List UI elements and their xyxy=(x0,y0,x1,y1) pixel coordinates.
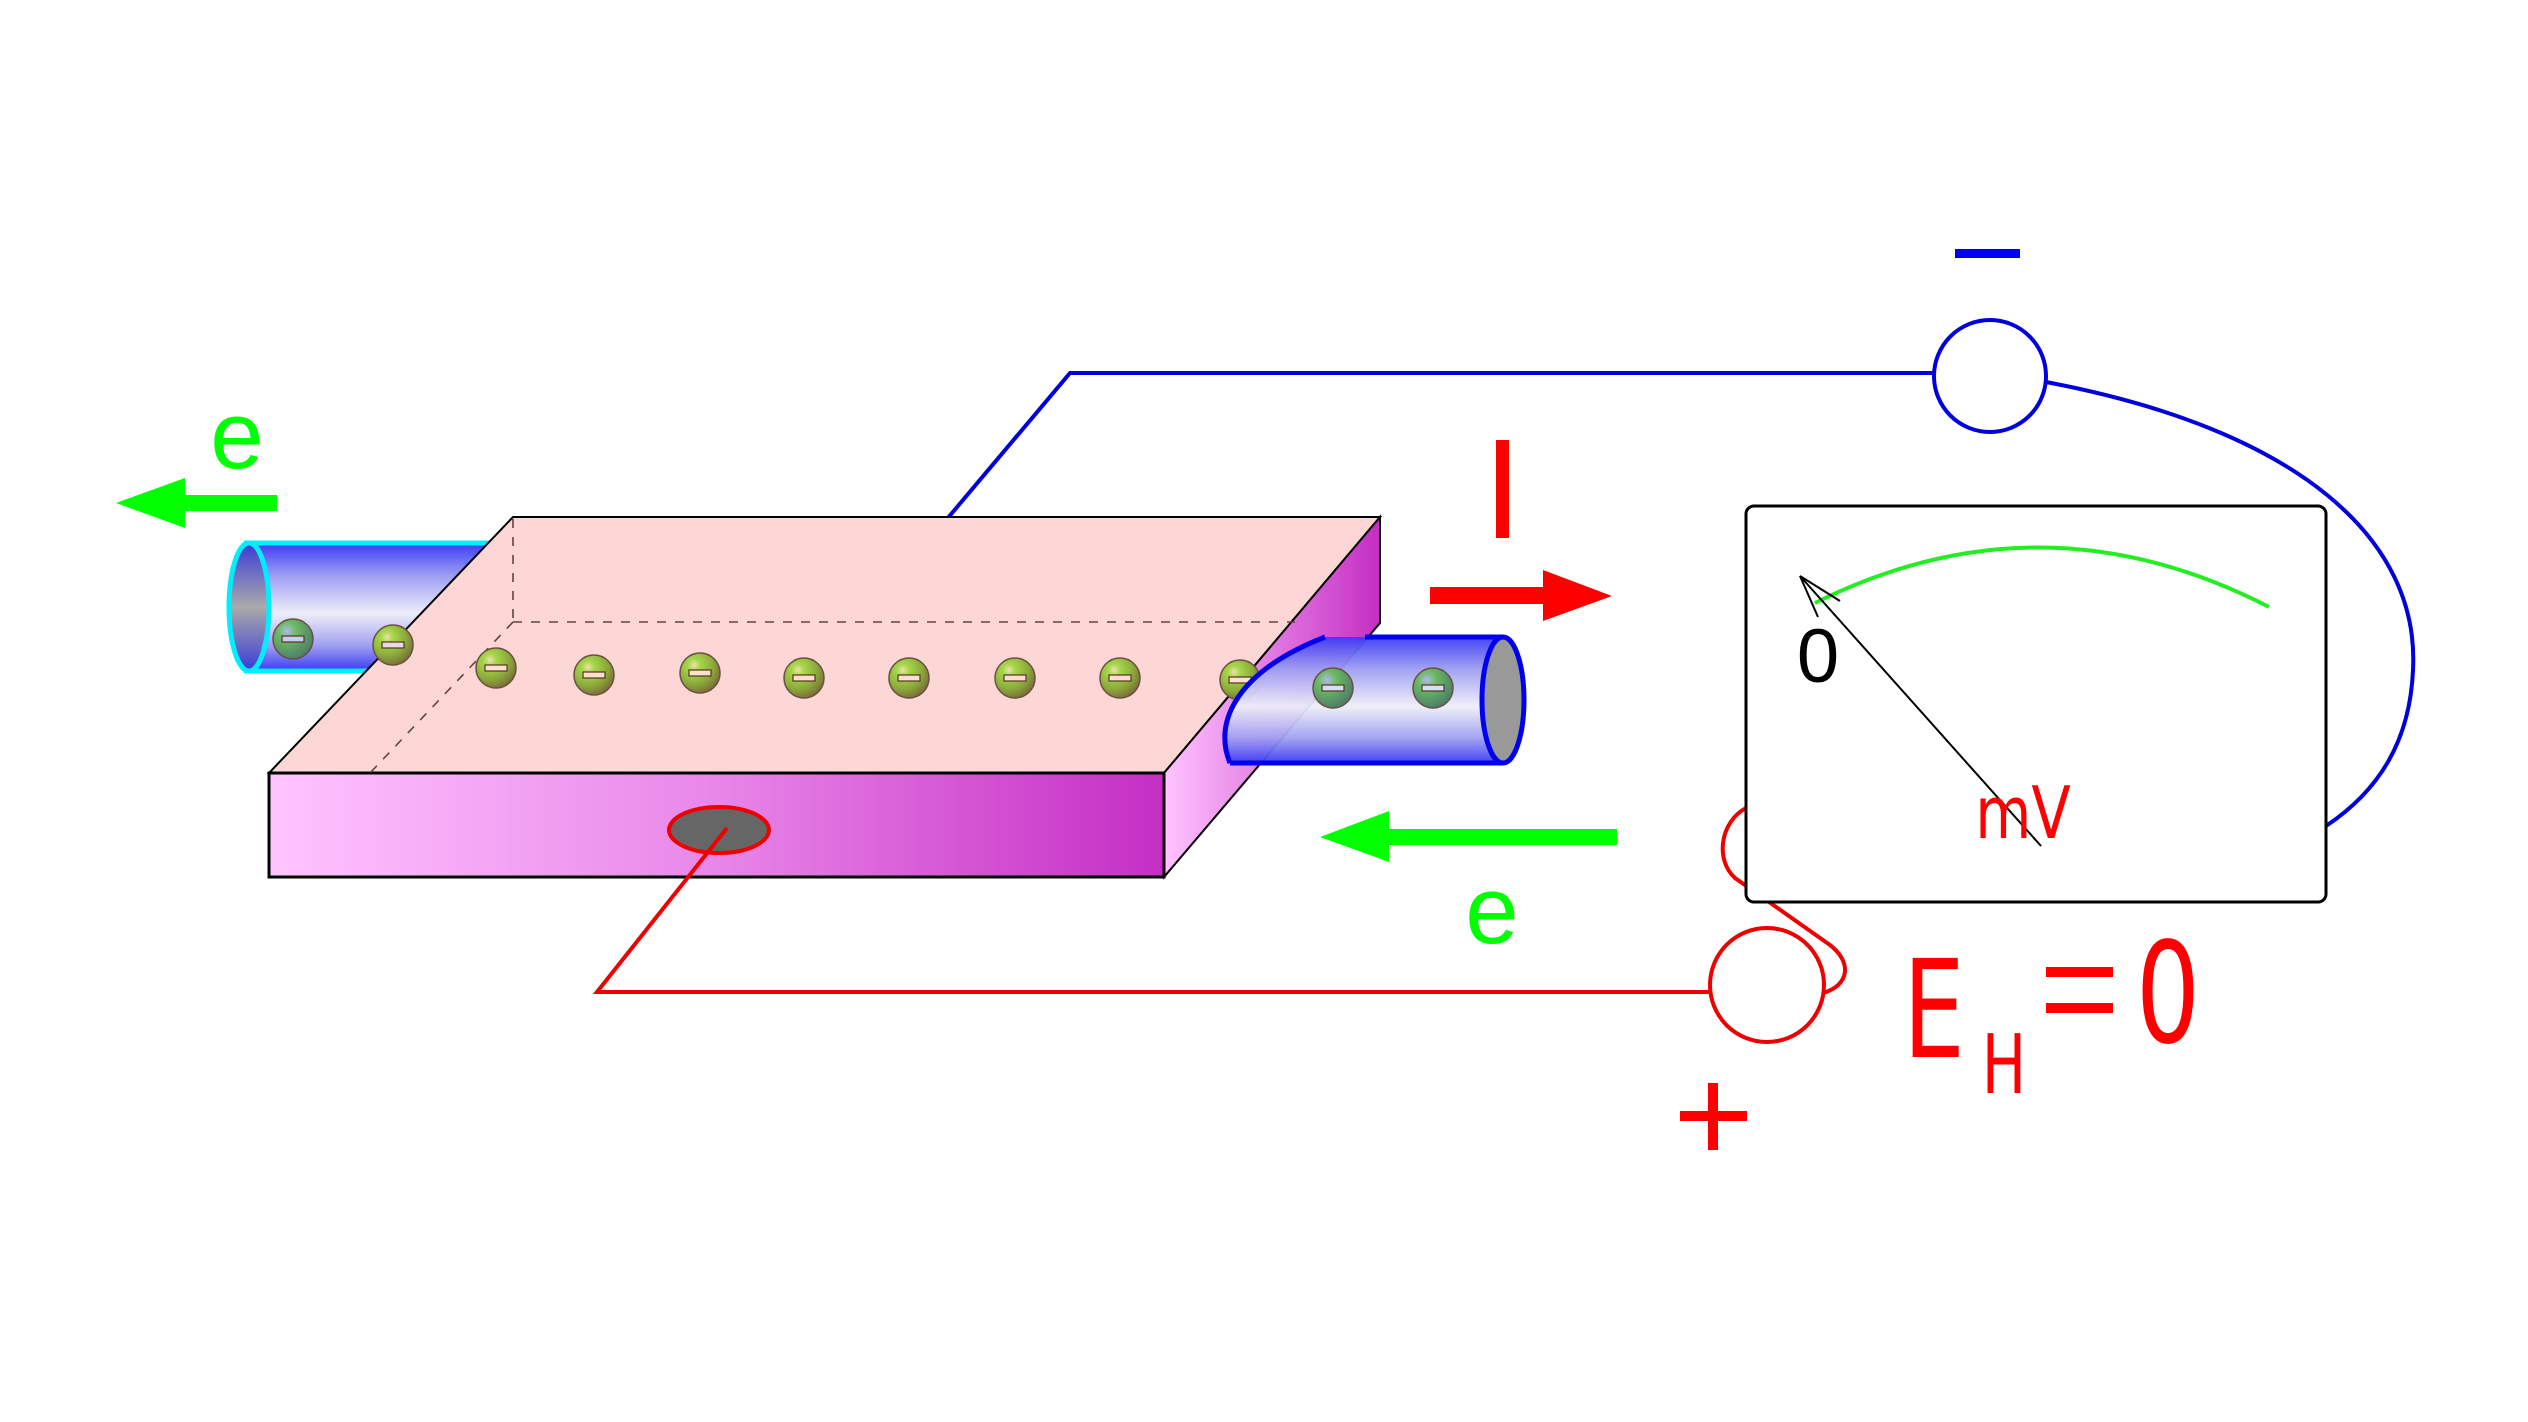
current-arrow-right-icon xyxy=(1430,570,1612,621)
electron xyxy=(272,618,314,660)
electron-label-bottom: e xyxy=(1465,857,1518,964)
meter-zero-label: 0 xyxy=(1797,614,1839,699)
left-lead-opening xyxy=(226,540,272,674)
meter-needle xyxy=(1799,575,2042,847)
electron xyxy=(783,657,825,699)
minus-sign-icon xyxy=(1321,684,1345,692)
left-lead-electrons xyxy=(272,618,414,666)
front-electrode xyxy=(667,805,771,855)
minus-sign-icon xyxy=(1003,674,1027,682)
minus-sign-icon xyxy=(484,664,508,672)
electron-label-top: e xyxy=(210,382,263,489)
equals-sign-icon xyxy=(2046,967,2113,1013)
minus-sign-icon xyxy=(1421,684,1445,692)
positive-wire-loop xyxy=(1720,806,1848,995)
meter-unit-label: mV xyxy=(1975,772,2071,856)
millivoltmeter: 0 mV xyxy=(1744,504,2328,904)
slab-electrons xyxy=(475,647,1261,701)
positive-wire xyxy=(592,826,1710,994)
hall-field-symbol: E xyxy=(1903,931,1965,1089)
current-label-I xyxy=(1496,440,1509,538)
negative-wire xyxy=(945,371,1934,521)
right-lead-electrons xyxy=(1312,667,1454,709)
positive-terminal xyxy=(1708,926,1826,1044)
electron xyxy=(573,654,615,696)
negative-wire-arc xyxy=(2045,380,2416,828)
meter-body xyxy=(1744,504,2328,904)
electron-flow-arrow-left xyxy=(116,478,277,528)
hall-field-equation: E H 0 xyxy=(1903,912,2200,1112)
electron xyxy=(1099,657,1141,699)
minus-sign-icon xyxy=(381,641,405,649)
hidden-edges xyxy=(369,519,1295,774)
electron xyxy=(1412,667,1454,709)
electron xyxy=(679,652,721,694)
right-lead-opening xyxy=(1479,634,1527,766)
hall-field-subscript: H xyxy=(1982,1017,2026,1112)
negative-sign-icon xyxy=(1955,249,2020,258)
minus-sign-icon xyxy=(688,669,712,677)
electron xyxy=(994,657,1036,699)
hall-field-value: 0 xyxy=(2136,912,2200,1075)
minus-sign-icon xyxy=(1108,674,1132,682)
arrow-left-icon xyxy=(116,478,277,528)
electron xyxy=(475,647,517,689)
electron xyxy=(1312,667,1354,709)
electron xyxy=(888,657,930,699)
minus-sign-icon xyxy=(582,671,606,679)
negative-terminal xyxy=(1932,318,2048,434)
minus-sign-icon xyxy=(281,635,305,643)
minus-sign-icon xyxy=(897,674,921,682)
electron xyxy=(372,624,414,666)
meter-scale-arc xyxy=(1814,545,2270,609)
minus-sign-icon xyxy=(792,674,816,682)
electron-flow-arrow-bottom-icon xyxy=(1320,811,1617,862)
positive-sign-icon xyxy=(1680,1083,1747,1150)
